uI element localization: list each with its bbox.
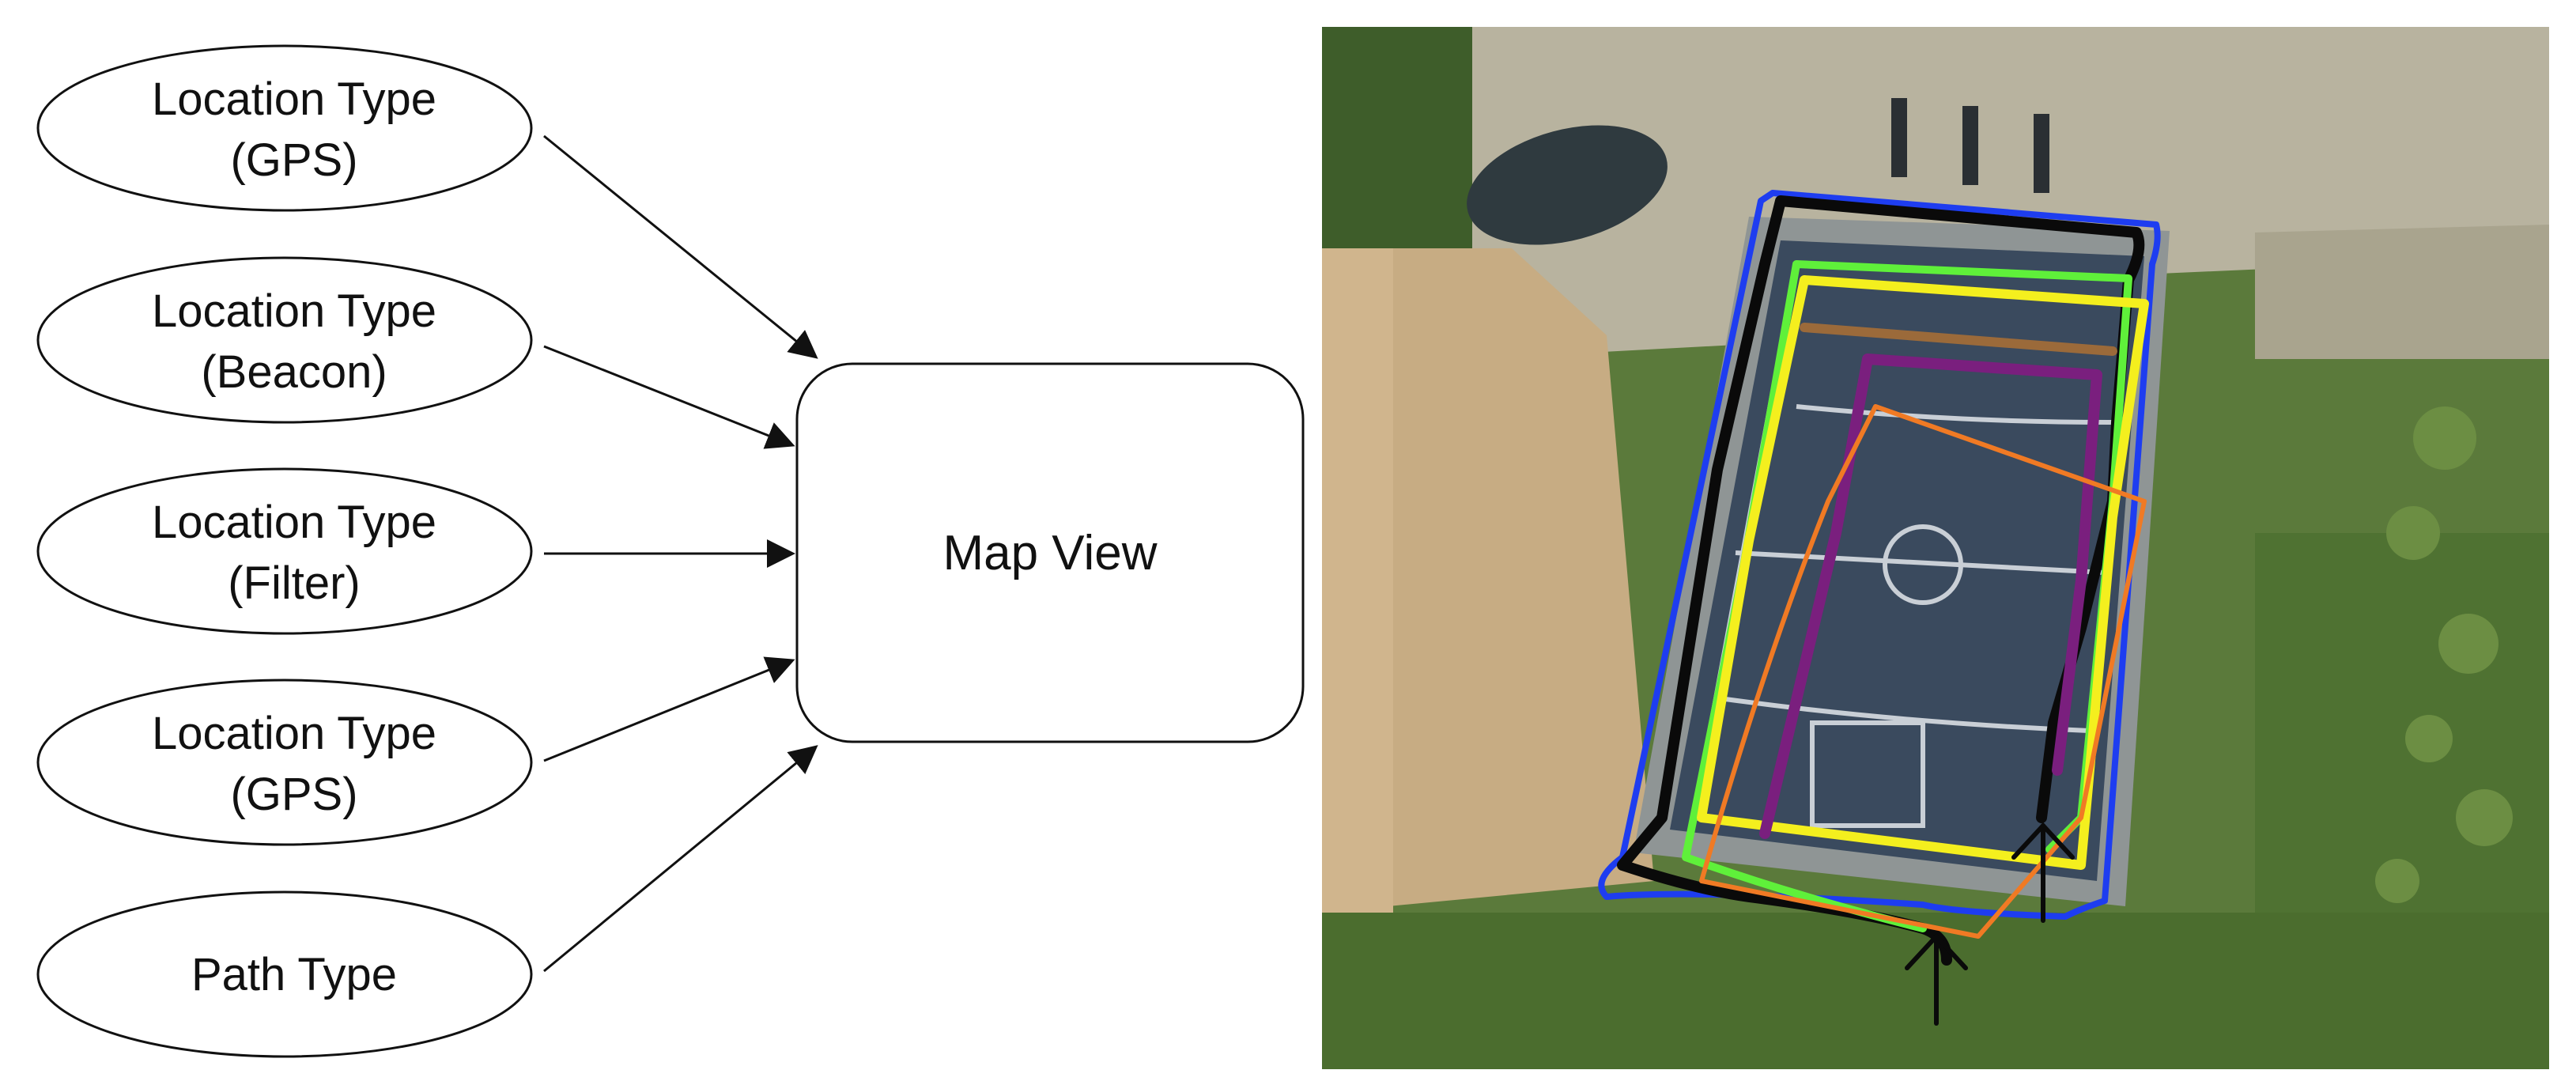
track-purple — [1759, 353, 2102, 839]
node-label-line1: Location Type — [152, 74, 436, 125]
map-view-label: Map View — [942, 526, 1157, 580]
node-label-line1: Location Type — [152, 285, 436, 337]
edge-path-type-to-map — [543, 745, 818, 973]
track-orange — [1699, 404, 2147, 939]
input-node-gps-1: Location Type (GPS) — [36, 44, 533, 212]
node-label-line2: (GPS) — [230, 769, 357, 820]
flow-diagram: Location Type (GPS) Location Type (Beaco… — [36, 44, 1305, 1058]
track-brown — [1800, 323, 2117, 356]
node-label-line2: (Beacon) — [201, 346, 387, 398]
node-label-line1: Path Type — [191, 949, 397, 1000]
map-view-node: Map View — [795, 362, 1305, 743]
node-label-line2: (GPS) — [230, 134, 357, 186]
start-arrow-icon — [1905, 932, 1968, 1026]
start-arrow-icon — [2011, 822, 2075, 923]
edge-gps-1-to-map — [543, 134, 818, 359]
input-node-filter: Location Type (Filter) — [36, 467, 533, 635]
track-blue — [1598, 190, 2161, 920]
track-yellow — [1697, 275, 2149, 870]
input-node-gps-2: Location Type (GPS) — [36, 679, 533, 846]
edge-gps-2-to-map — [543, 656, 795, 762]
input-node-path-type: Path Type — [36, 890, 533, 1058]
aerial-map-photo — [1322, 27, 2549, 1069]
node-label-line1: Location Type — [152, 497, 436, 548]
node-label-line2: (Filter) — [228, 558, 361, 609]
input-node-beacon: Location Type (Beacon) — [36, 256, 533, 424]
node-label-line1: Location Type — [152, 708, 436, 759]
edge-beacon-to-map — [543, 345, 795, 449]
